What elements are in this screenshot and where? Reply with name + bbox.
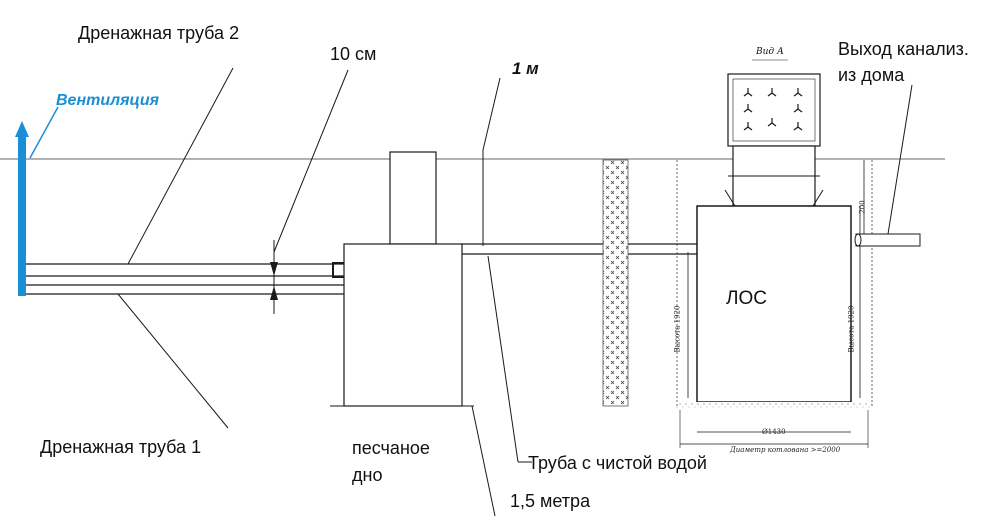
ten-cm-label: 10 см bbox=[330, 44, 377, 64]
dim-pit-label: Диаметр котлована >=2000 bbox=[730, 446, 841, 454]
ventilation-label: Вентиляция bbox=[56, 92, 160, 109]
drain-pipe-1-label: Дренажная труба 1 bbox=[40, 437, 202, 457]
dim-diameter-label: Ø1430 bbox=[762, 428, 786, 436]
sewer-inlet-leader bbox=[887, 84, 913, 235]
drain-pipe-1-leader bbox=[117, 293, 229, 429]
ten-cm-leader bbox=[273, 69, 349, 253]
sewer-outlet-label-line2: из дома bbox=[838, 65, 905, 85]
depth-label: 1,5 метра bbox=[510, 491, 591, 511]
los-body bbox=[696, 205, 852, 403]
drain-pipe-2-leader bbox=[127, 67, 234, 265]
clean-water-pipe-label: Труба с чистой водой bbox=[528, 453, 707, 473]
ten-cm-arrow-down-icon bbox=[270, 262, 278, 276]
los-label: ЛОС bbox=[726, 288, 767, 309]
dim-height-right-label: Высота 1920 bbox=[847, 305, 856, 353]
los-base-hatch bbox=[676, 402, 872, 409]
one-m-leader bbox=[482, 77, 501, 151]
tank-neck bbox=[389, 151, 437, 245]
depth-line-left bbox=[471, 405, 496, 516]
sewer-inlet-pipe bbox=[855, 233, 921, 247]
ventilation-arrow-icon bbox=[15, 121, 29, 137]
los-neck-flange-left bbox=[724, 189, 736, 207]
drain-pipe-2-label: Дренажная труба 2 bbox=[78, 23, 240, 43]
dim-height-left-label: Высота 1920 bbox=[673, 305, 682, 353]
sand-bottom-label-line1: песчаное bbox=[352, 438, 430, 458]
view-a-label: Вид А bbox=[756, 47, 784, 57]
lid-vent-icons bbox=[743, 88, 803, 131]
clean-water-pipe-leader bbox=[487, 255, 519, 463]
sewer-outlet-label-line1: Выход канализ. bbox=[838, 39, 969, 59]
ventilation-pipe bbox=[18, 136, 26, 296]
los-lid bbox=[727, 73, 821, 147]
sand-bottom-label-line2: дно bbox=[352, 465, 383, 485]
los-lid-inner bbox=[732, 78, 816, 142]
dim-top-label: 200 bbox=[858, 200, 867, 214]
sewer-inlet-end bbox=[854, 233, 862, 247]
ventilation-leader bbox=[29, 106, 59, 159]
one-m-label: 1 м bbox=[512, 59, 539, 78]
los-neck-flange-right bbox=[812, 189, 824, 207]
tank-body bbox=[343, 243, 463, 407]
gravel-column bbox=[602, 159, 629, 407]
ten-cm-arrow-up-icon bbox=[270, 286, 278, 300]
